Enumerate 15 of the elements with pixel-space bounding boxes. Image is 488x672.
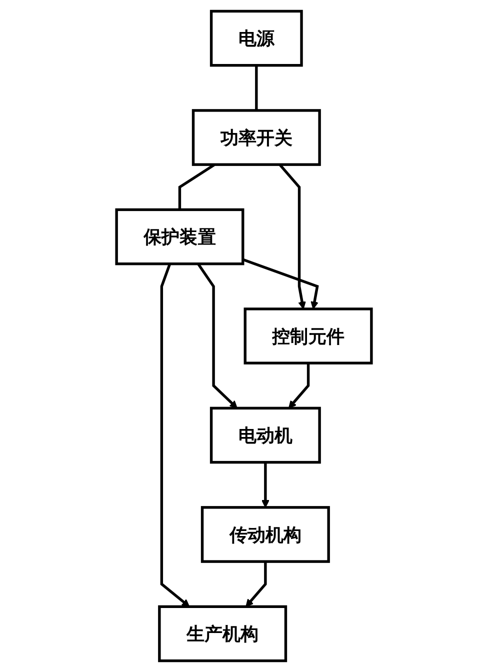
arrow <box>261 462 270 508</box>
arrow <box>242 258 319 310</box>
arrow <box>160 263 190 608</box>
arrow <box>197 263 238 409</box>
node-box <box>192 109 321 166</box>
node-box <box>210 406 321 464</box>
connector <box>255 65 258 110</box>
arrow <box>288 363 310 409</box>
node-box <box>158 605 288 662</box>
node-box <box>200 506 330 563</box>
node-box <box>210 10 303 67</box>
arrow <box>246 562 267 608</box>
arrow <box>278 164 306 310</box>
node-box <box>115 208 244 266</box>
node-box <box>244 308 373 364</box>
